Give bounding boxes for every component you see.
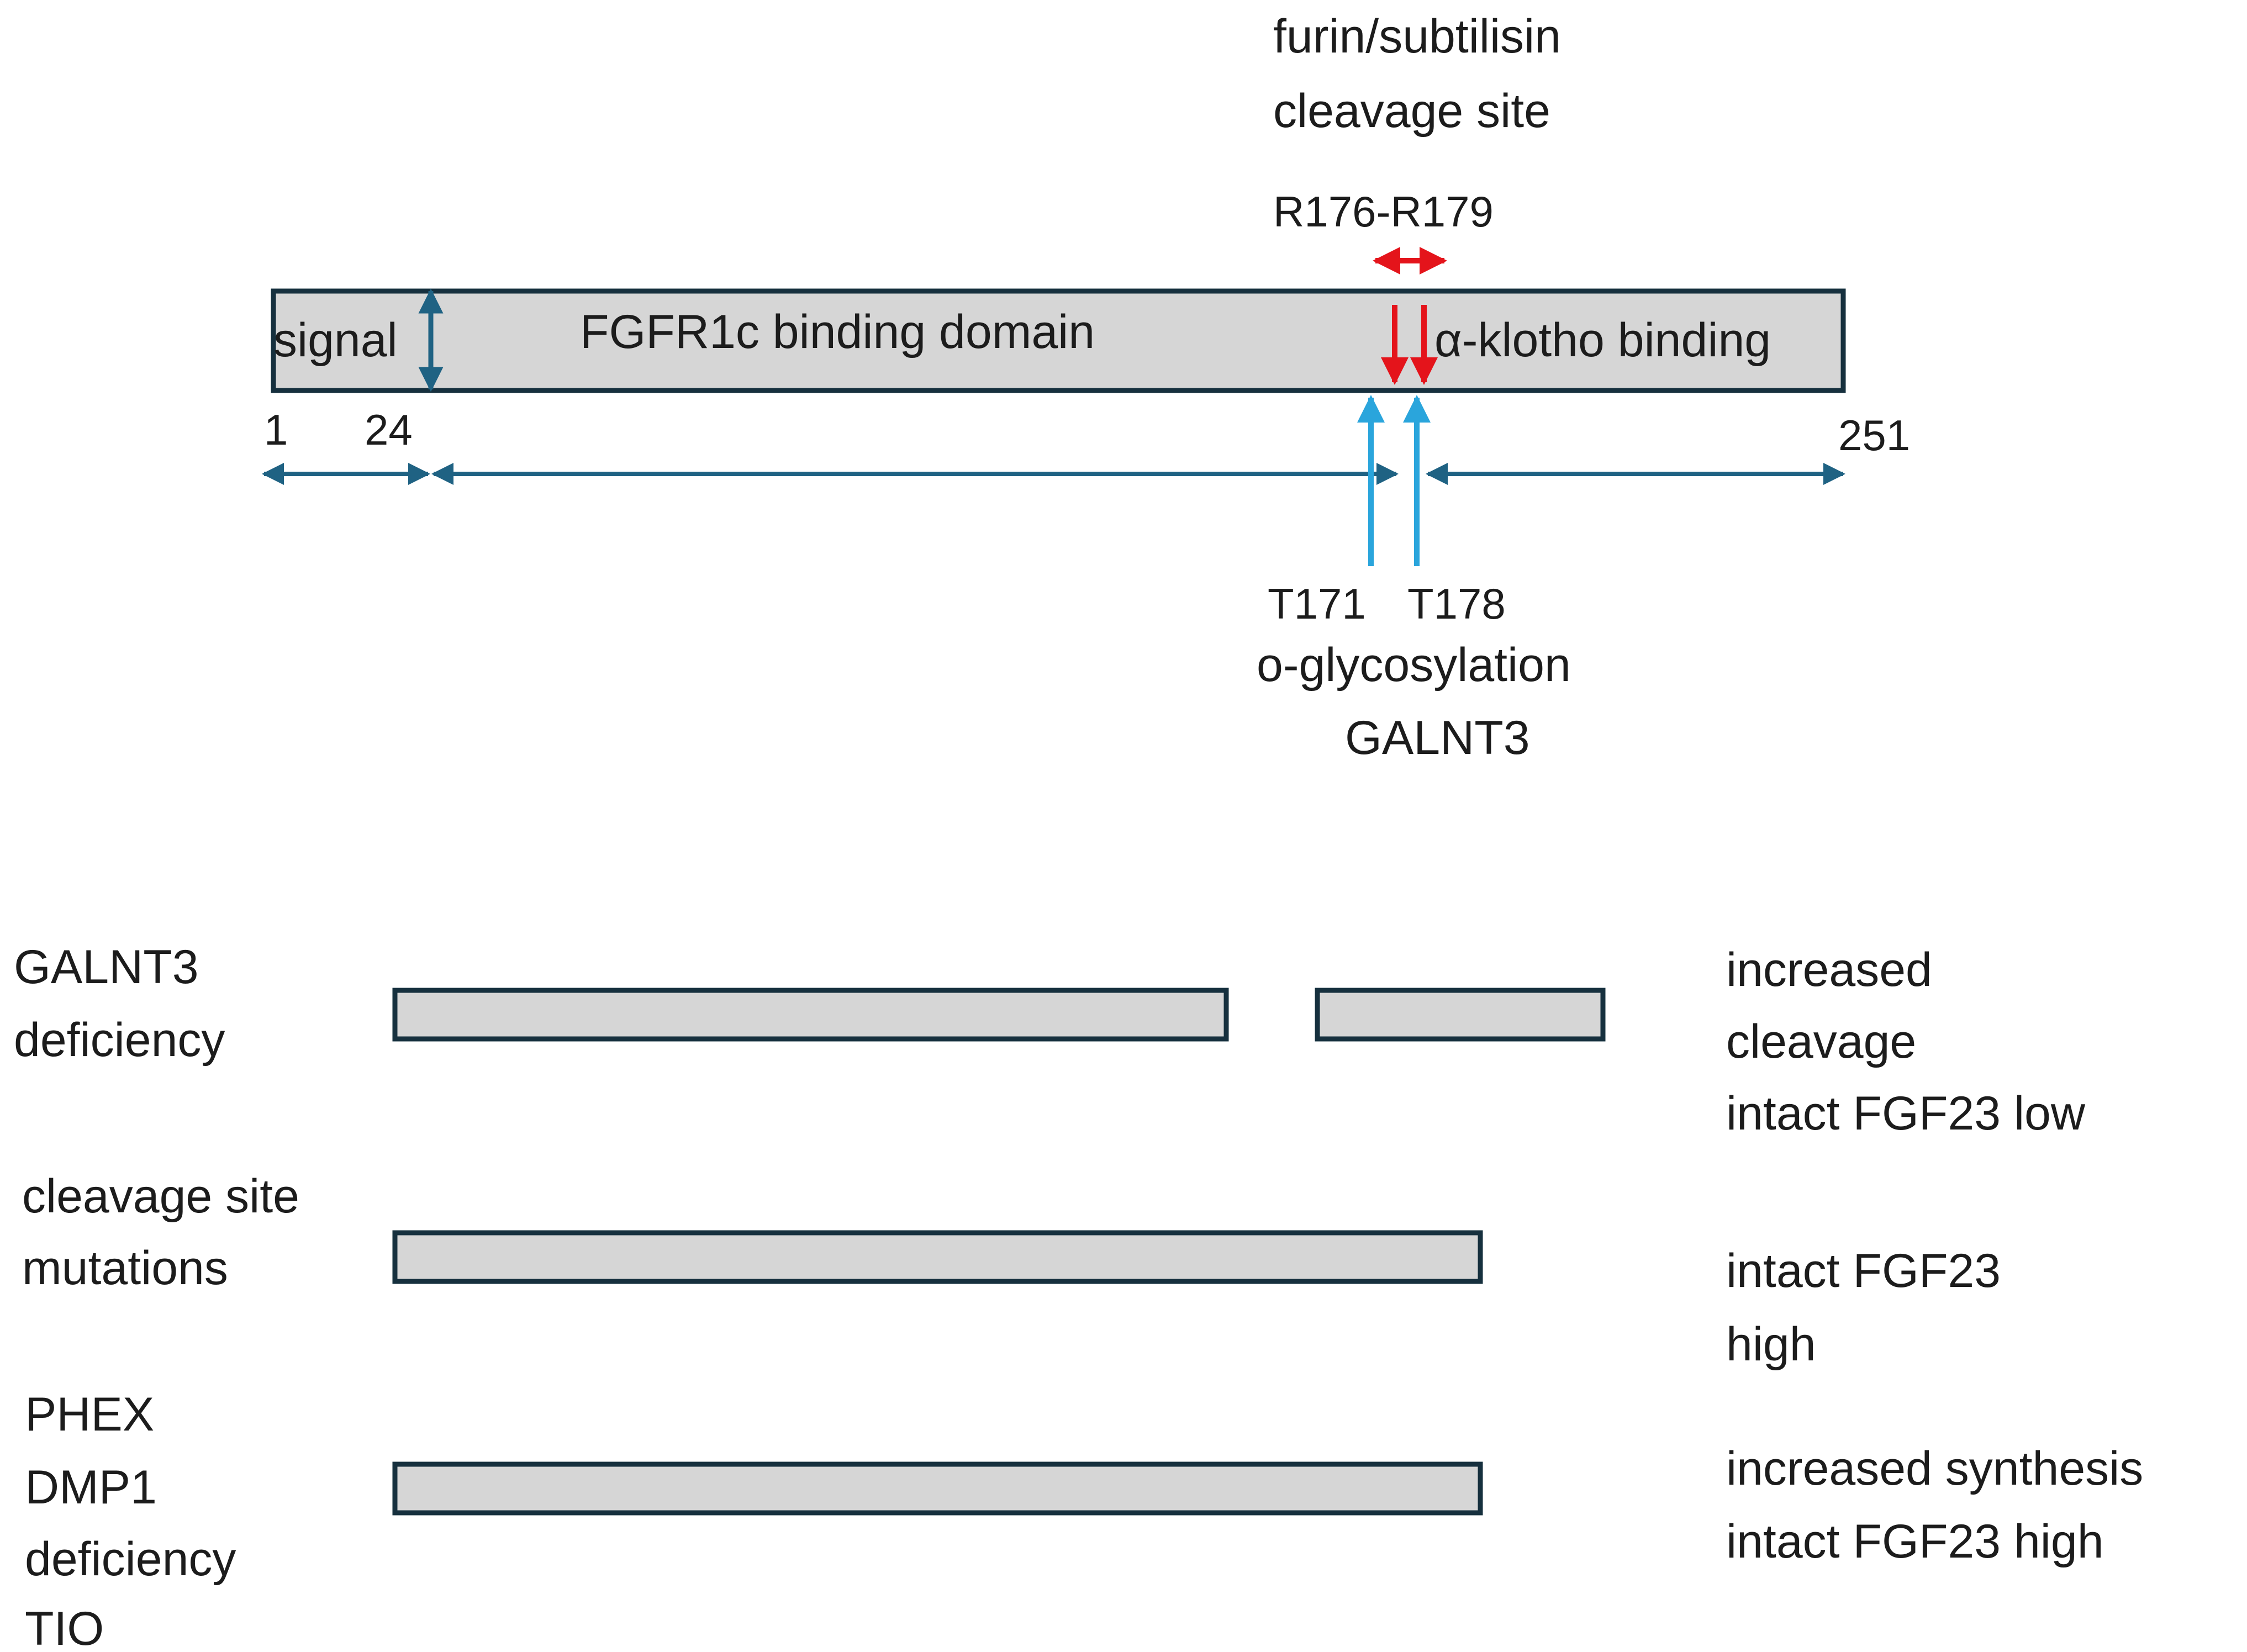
condition-3-outcome-line-2: intact FGF23 high — [1726, 1515, 2104, 1568]
condition-2-outcome-line-2: high — [1726, 1318, 1816, 1371]
position-start-label: 1 — [264, 405, 288, 454]
klotho-binding-domain-label: α-klotho binding — [1434, 314, 1771, 367]
fgfr-binding-domain-label: FGFR1c binding domain — [580, 305, 1095, 358]
condition-1-name-line-1: GALNT3 — [14, 941, 199, 994]
condition-1-name-line-2: deficiency — [14, 1014, 225, 1067]
cleavage-residues-label: R176-R179 — [1273, 187, 1494, 236]
full-length-protein-bar — [271, 288, 1846, 393]
condition-2-outcome-line-1: intact FGF23 — [1726, 1244, 2001, 1297]
condition-3-outcome-line-1: increased synthesis — [1726, 1442, 2143, 1495]
condition-1-outcome-line-3: intact FGF23 low — [1726, 1087, 2086, 1140]
condition-3-name-line-1: PHEX — [25, 1388, 154, 1441]
glycosylation-enzyme-label: GALNT3 — [1345, 711, 1530, 764]
glycosylation-site-t171-label: T171 — [1268, 579, 1366, 628]
condition-3-name-line-4: TIO — [25, 1602, 104, 1652]
position-end-label: 251 — [1838, 411, 1910, 460]
signal-domain-label: signal — [273, 314, 398, 367]
glycosylation-label: o-glycosylation — [1257, 638, 1571, 692]
condition-3-intact-protein-bar — [392, 1461, 1483, 1516]
condition-3-name-line-3: deficiency — [25, 1533, 236, 1586]
cleavage-site-title-line-1: furin/subtilisin — [1273, 10, 1561, 63]
position-signal-end-label: 24 — [365, 405, 413, 454]
condition-2-intact-protein-bar — [392, 1230, 1483, 1284]
condition-1-n-terminal-fragment — [392, 988, 1229, 1042]
condition-3-name-line-2: DMP1 — [25, 1461, 157, 1514]
condition-1-outcome-line-2: cleavage — [1726, 1015, 1916, 1068]
glycosylation-site-t178-label: T178 — [1407, 579, 1506, 628]
condition-1-outcome-line-1: increased — [1726, 943, 1932, 996]
condition-2-name-line-2: mutations — [22, 1242, 228, 1295]
condition-2-name-line-1: cleavage site — [22, 1170, 299, 1223]
cleavage-site-title-line-2: cleavage site — [1273, 85, 1550, 138]
condition-1-c-terminal-fragment — [1315, 988, 1606, 1042]
